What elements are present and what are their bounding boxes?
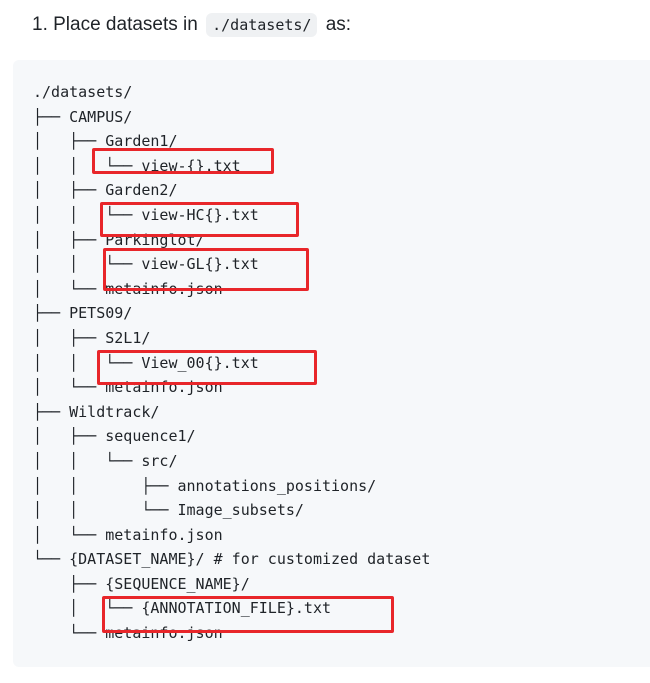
tree-line: │ └── metainfo.json (33, 525, 223, 544)
tree-line: ├── PETS09/ (33, 304, 133, 323)
tree-line: │ │ └── src/ (33, 451, 178, 470)
tree-line: │ ├── sequence1/ (33, 427, 196, 446)
tree-line: └── {DATASET_NAME}/ # for customized dat… (33, 550, 431, 569)
tree-line: ├── CAMPUS/ (33, 107, 133, 126)
tree-line: └── metainfo.json (33, 624, 223, 643)
directory-tree: ./datasets/ ├── CAMPUS/ │ ├── Garden1/ │ │ … (33, 80, 430, 646)
tree-line: ./datasets/ (33, 83, 133, 101)
tree-line: │ ├── Garden1/ (33, 132, 178, 151)
tree-line: │ └── metainfo.json (33, 279, 223, 298)
tree-line: │ │ └── view-GL{}.txt (33, 255, 259, 274)
tree-line: │ └── {ANNOTATION_FILE}.txt (33, 599, 332, 618)
tree-line: │ └── metainfo.json (33, 378, 223, 397)
tree-line: ├── Wildtrack/ (33, 402, 160, 421)
instruction-prefix: 1. Place datasets in (32, 14, 198, 35)
code-block (13, 60, 650, 667)
tree-line: ├── {SEQUENCE_NAME}/ (33, 574, 250, 593)
tree-line: │ │ ├── annotations_positions/ (33, 476, 377, 495)
instruction-step: 1. Place datasets in ./datasets/ as: (32, 11, 351, 39)
instruction-suffix: as: (325, 14, 352, 35)
tree-line: │ ├── Parkinglot/ (33, 230, 205, 249)
tree-line: │ ├── S2L1/ (33, 328, 151, 347)
tree-line: │ │ └── view-{}.txt (33, 156, 241, 175)
tree-line: │ ├── Garden2/ (33, 181, 178, 200)
tree-line: │ │ └── View_00{}.txt (33, 353, 259, 372)
tree-line: │ │ └── Image_subsets/ (33, 501, 304, 520)
tree-line: │ │ └── view-HC{}.txt (33, 205, 259, 224)
inline-code-path: ./datasets/ (206, 13, 318, 37)
